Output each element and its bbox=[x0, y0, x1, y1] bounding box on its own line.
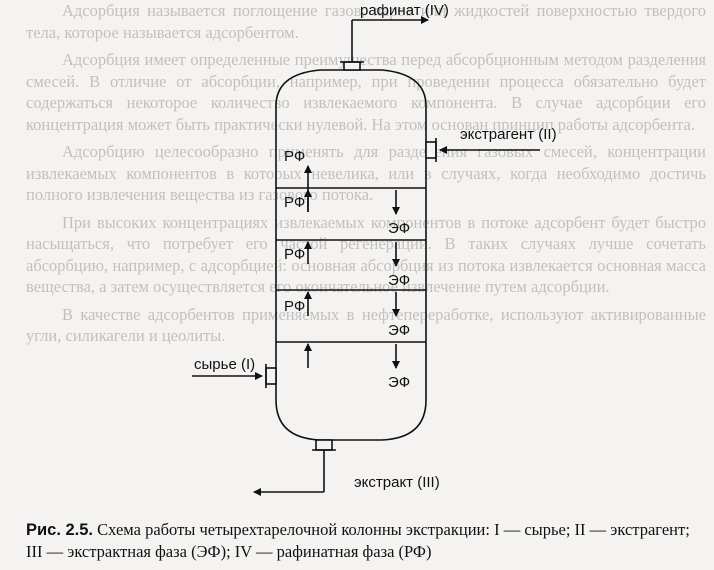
column-shell bbox=[275, 69, 427, 441]
feed-label: сырье (I) bbox=[194, 356, 256, 373]
bottom-nozzle bbox=[315, 439, 333, 451]
figure-caption: Рис. 2.5. Схема работы четырехтарелочной… bbox=[26, 519, 708, 563]
ef-label: ЭФ bbox=[388, 374, 411, 391]
rf-label: РФ bbox=[284, 148, 306, 165]
bg-paragraph: При высоких концентрациях извлекаемых ко… bbox=[26, 212, 706, 297]
ef-label: ЭФ bbox=[388, 322, 411, 339]
bg-paragraph: Адсорбция называется поглощение газов, п… bbox=[26, 1, 706, 42]
extractant-nozzle bbox=[425, 141, 437, 159]
rf-label: РФ bbox=[284, 298, 306, 315]
extraction-column-diagram bbox=[192, 16, 540, 496]
ef-label: ЭФ bbox=[388, 272, 411, 289]
bg-paragraph: Адсорбция имеет определенные преимуществ… bbox=[26, 50, 706, 134]
bg-paragraph: В качестве адсорбентов применяемых в неф… bbox=[26, 304, 706, 346]
bg-paragraph: Адсорбцию целесообразно применять для ра… bbox=[26, 142, 706, 204]
rf-label: РФ bbox=[284, 194, 306, 211]
ef-label: ЭФ bbox=[388, 220, 411, 237]
raffinate-label: рафинат (IV) bbox=[360, 2, 449, 19]
extractant-label: экстрагент (II) bbox=[460, 126, 557, 143]
background-text: Адсорбция называется поглощение газов, п… bbox=[26, 0, 706, 347]
caption-text: Схема работы четырехтарелочной колонны э… bbox=[26, 520, 690, 561]
top-nozzle bbox=[343, 61, 361, 71]
feed-nozzle bbox=[265, 367, 277, 385]
rf-label: РФ bbox=[284, 246, 306, 263]
caption-number: Рис. 2.5. bbox=[26, 521, 94, 539]
extract-label: экстракт (III) bbox=[354, 474, 440, 491]
